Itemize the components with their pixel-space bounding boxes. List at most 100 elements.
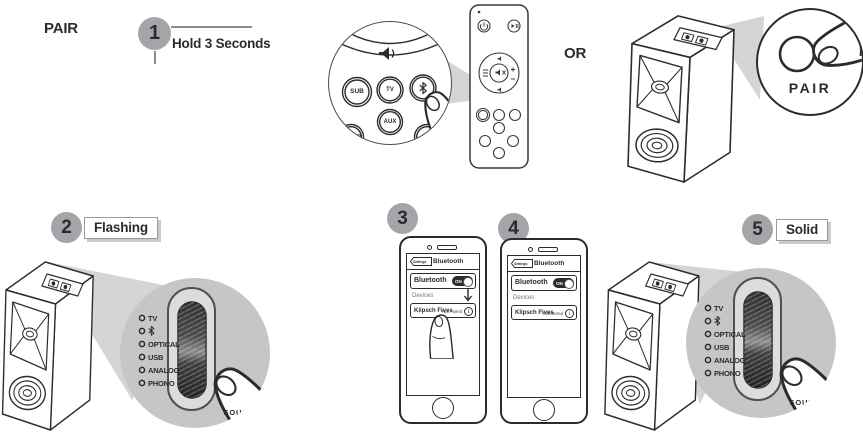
tv-button-label: TV <box>386 86 394 93</box>
page-title: PAIR <box>44 20 78 37</box>
device-row[interactable]: Klipsch Fives Connected i <box>511 305 577 320</box>
aux-button[interactable] <box>376 108 404 136</box>
remote-opt-button[interactable] <box>506 134 520 148</box>
info-icon[interactable]: i <box>565 308 574 318</box>
pair-button[interactable] <box>778 35 816 73</box>
screen-header: Settings Bluetooth <box>508 256 580 272</box>
home-button[interactable] <box>533 399 555 421</box>
bluetooth-toggle[interactable]: ON <box>452 276 473 287</box>
bluetooth-icon <box>419 81 427 95</box>
toggle-knob <box>563 279 574 289</box>
screen-title: Bluetooth <box>534 260 565 267</box>
bluetooth-toggle-row: Bluetooth ON <box>511 275 577 291</box>
remote-usb-button[interactable] <box>492 146 506 160</box>
opt-button-label: OPT <box>421 133 433 140</box>
pair-button-label: PAIR <box>788 80 832 96</box>
finger-tapping-device <box>428 312 455 359</box>
device-status: Connected <box>542 311 563 316</box>
back-button-label[interactable]: Settings <box>514 261 528 266</box>
remote-bt-button[interactable] <box>508 108 522 122</box>
remote-led <box>477 10 481 14</box>
led-bluetooth <box>138 327 146 335</box>
led-usb <box>138 353 146 361</box>
led-optical <box>704 330 712 338</box>
source-label: SOURCE <box>223 408 261 417</box>
led-label-phono: PHONO <box>148 378 175 388</box>
source-zoom-art <box>704 277 836 418</box>
led-label-tv: TV <box>148 313 158 323</box>
phone-screen: Settings Bluetooth Bluetooth ON Devices … <box>507 255 581 398</box>
device-status: Not Paired <box>442 309 462 314</box>
remote-zoom-art <box>336 32 451 144</box>
led-analog <box>138 366 146 374</box>
remote-sub-button[interactable] <box>475 107 491 123</box>
back-button[interactable] <box>410 257 432 266</box>
down-arrow-icon <box>463 289 473 302</box>
nav-dial[interactable] <box>478 52 520 94</box>
step-5-marker: 5 <box>742 214 773 245</box>
bluetooth-toggle-row: Bluetooth ON <box>410 273 476 289</box>
led-phono <box>138 379 146 387</box>
led-phono <box>704 369 712 377</box>
remote-aux-button[interactable] <box>492 121 506 135</box>
phone-camera-dot <box>528 247 533 252</box>
speaker-illustration-flashing <box>0 252 100 432</box>
screen-title: Bluetooth <box>433 258 464 265</box>
phone-screen: Settings Bluetooth Bluetooth ON Devices … <box>406 253 480 396</box>
led-label-usb: USB <box>714 342 730 352</box>
phone-step4: Settings Bluetooth Bluetooth ON Devices … <box>500 238 588 424</box>
sub-button[interactable] <box>341 76 373 108</box>
devices-label: Devices <box>513 295 535 301</box>
led-label-optical: OPTICAL <box>714 329 746 339</box>
bluetooth-toggle[interactable]: ON <box>553 278 574 289</box>
led-label-phono: PHONO <box>714 368 741 378</box>
mute-button[interactable] <box>489 63 509 83</box>
led-label-analog: ANALOG <box>714 355 746 365</box>
pair-zoom-circle: PAIR <box>756 8 863 116</box>
led-label-analog: ANALOG <box>148 365 180 375</box>
remote-zoom-circle: SUB TV AUX PHONO OPT <box>328 21 452 145</box>
led-label-tv: TV <box>714 303 724 313</box>
tv-button[interactable] <box>376 76 404 104</box>
bluetooth-icon <box>148 325 155 336</box>
led-label-usb: USB <box>148 352 164 362</box>
phono-button-label: PHONO <box>340 133 362 140</box>
led-usb <box>704 343 712 351</box>
source-zoom-flashing: TV OPTICAL USB ANALOG PHONO SOURCE <box>120 278 270 428</box>
or-label: OR <box>564 45 587 62</box>
bluetooth-button[interactable] <box>409 74 437 102</box>
step-5-label: Solid <box>776 219 828 241</box>
led-tv <box>138 314 146 322</box>
step-2-marker: 2 <box>51 212 82 243</box>
screen-header: Settings Bluetooth <box>407 254 479 270</box>
phone-speaker-slot <box>437 245 457 250</box>
step-1-tick <box>154 51 156 64</box>
source-label: SOURCE <box>789 398 827 407</box>
play-pause-button[interactable] <box>507 19 521 33</box>
remote-tv-button[interactable] <box>492 108 506 122</box>
sub-button-label: SUB <box>350 88 364 95</box>
back-button-label[interactable]: Settings <box>413 259 427 264</box>
led-optical <box>138 340 146 348</box>
info-icon[interactable]: i <box>464 306 473 316</box>
knob-texture <box>178 302 206 398</box>
knob-texture <box>744 292 772 388</box>
step-1-label: Hold 3 Seconds <box>172 36 271 51</box>
toggle-knob <box>462 277 473 287</box>
step-1-rule <box>171 26 252 28</box>
power-button[interactable] <box>477 19 491 33</box>
led-bluetooth <box>704 317 712 325</box>
phone-speaker-slot <box>538 247 558 252</box>
pair-zoom-art <box>778 10 862 79</box>
bluetooth-icon <box>714 315 721 326</box>
speaker-illustration-pair <box>618 6 742 184</box>
step-3-marker: 3 <box>387 203 418 234</box>
home-button[interactable] <box>432 397 454 419</box>
phone-camera-dot <box>427 245 432 250</box>
phone-step3: Settings Bluetooth Bluetooth ON Devices … <box>399 236 487 424</box>
remote-phono-button[interactable] <box>478 134 492 148</box>
remote-control <box>469 4 529 169</box>
led-analog <box>704 356 712 364</box>
back-button[interactable] <box>511 259 533 268</box>
